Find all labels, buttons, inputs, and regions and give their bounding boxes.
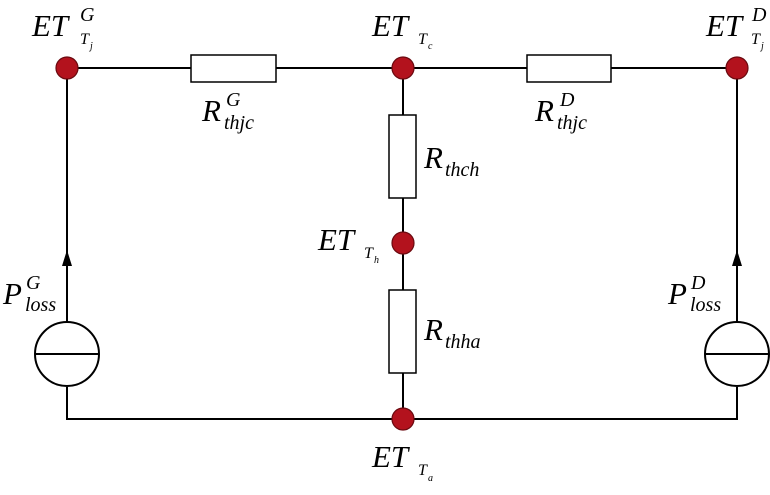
svg-text:j: j: [759, 41, 764, 52]
label-ploss-d: P D loss: [667, 272, 721, 316]
current-source-g: [34, 321, 100, 387]
svg-text:D: D: [559, 89, 575, 111]
label-et-tj-d: ET D T j: [705, 4, 767, 52]
node-th: [391, 231, 415, 255]
label-ploss-g: P G loss: [2, 272, 56, 316]
node-ta: [391, 407, 415, 431]
label-rthjc-d: R D thjc: [534, 89, 587, 134]
svg-text:T: T: [751, 31, 761, 48]
svg-text:R: R: [201, 93, 221, 128]
svg-text:T: T: [364, 245, 374, 262]
label-et-th: ET T h: [317, 222, 379, 266]
label-et-tj-g: ET G T j: [31, 4, 95, 52]
svg-text:ET: ET: [371, 8, 411, 43]
svg-text:R: R: [423, 312, 443, 347]
resistor-rthjc-d: [526, 54, 612, 83]
node-tc: [391, 56, 415, 80]
svg-text:h: h: [374, 255, 379, 266]
label-et-ta: ET T a: [371, 439, 433, 484]
svg-text:G: G: [226, 89, 241, 111]
resistor-rthch: [388, 114, 417, 199]
svg-text:ET: ET: [705, 8, 745, 43]
svg-text:a: a: [428, 473, 433, 484]
svg-text:loss: loss: [690, 294, 721, 316]
svg-text:T: T: [418, 31, 428, 48]
label-rthjc-g: R G thjc: [201, 89, 254, 134]
svg-text:ET: ET: [371, 439, 411, 474]
svg-text:P: P: [667, 276, 687, 311]
svg-text:loss: loss: [25, 294, 56, 316]
svg-text:D: D: [690, 272, 706, 294]
svg-text:ET: ET: [317, 222, 357, 257]
svg-text:R: R: [423, 140, 443, 175]
arrow-up-icon: [732, 250, 742, 266]
current-source-d: [704, 321, 770, 387]
label-et-tc: ET T c: [371, 8, 433, 52]
svg-text:T: T: [80, 31, 90, 48]
label-rthch: R thch: [423, 140, 479, 181]
resistor-rthha: [388, 289, 417, 374]
svg-text:T: T: [418, 462, 428, 479]
svg-text:G: G: [80, 4, 95, 26]
svg-text:P: P: [2, 276, 22, 311]
svg-text:j: j: [88, 41, 93, 52]
svg-text:thha: thha: [445, 331, 481, 353]
node-tj-d: [725, 56, 749, 80]
label-rthha: R thha: [423, 312, 481, 353]
svg-text:thjc: thjc: [224, 112, 254, 134]
svg-text:c: c: [428, 41, 433, 52]
resistor-rthjc-g: [190, 54, 277, 83]
svg-text:G: G: [26, 272, 41, 294]
svg-text:thch: thch: [445, 159, 479, 181]
node-tj-g: [55, 56, 79, 80]
arrow-up-icon: [62, 250, 72, 266]
svg-text:D: D: [751, 4, 767, 26]
svg-text:thjc: thjc: [557, 112, 587, 134]
svg-text:ET: ET: [31, 8, 71, 43]
svg-text:R: R: [534, 93, 554, 128]
